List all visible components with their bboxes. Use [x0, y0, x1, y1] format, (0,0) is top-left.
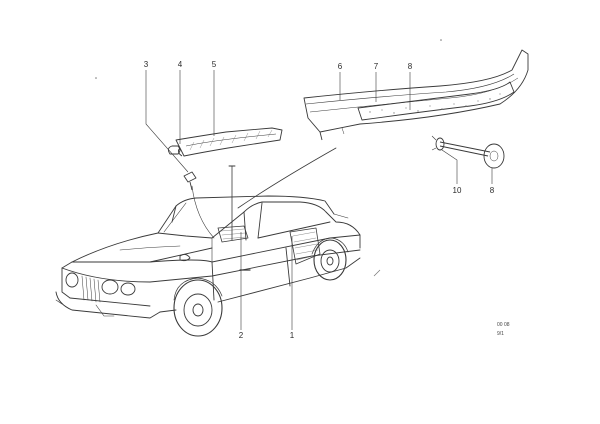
drawing-reference-code: 00 08 9/1	[497, 322, 510, 337]
callout-3: 3	[144, 60, 149, 69]
drawing-code-line-2: 9/1	[497, 331, 504, 337]
callout-labels: 1 2 3 4 5 6 7 8 8 10	[144, 60, 495, 340]
leader-lines	[145, 70, 493, 330]
drawing-code-line-1: 00 08	[497, 322, 510, 328]
drawing-specks	[95, 39, 442, 277]
callout-6: 6	[338, 62, 343, 71]
callout-8-upper: 8	[408, 62, 413, 71]
leader-10	[441, 149, 458, 184]
callout-7: 7	[374, 62, 379, 71]
callout-8-lower: 8	[490, 186, 495, 195]
leader-3	[145, 70, 189, 173]
car-illustration	[55, 147, 361, 337]
callout-1: 1	[290, 331, 295, 340]
fastener-parts	[431, 135, 505, 169]
callout-5: 5	[212, 60, 217, 69]
callout-10: 10	[453, 186, 462, 195]
callout-4: 4	[178, 60, 183, 69]
roof-drip-trim-parts	[303, 49, 529, 141]
callout-2: 2	[239, 331, 244, 340]
window-channel-parts	[167, 127, 283, 191]
